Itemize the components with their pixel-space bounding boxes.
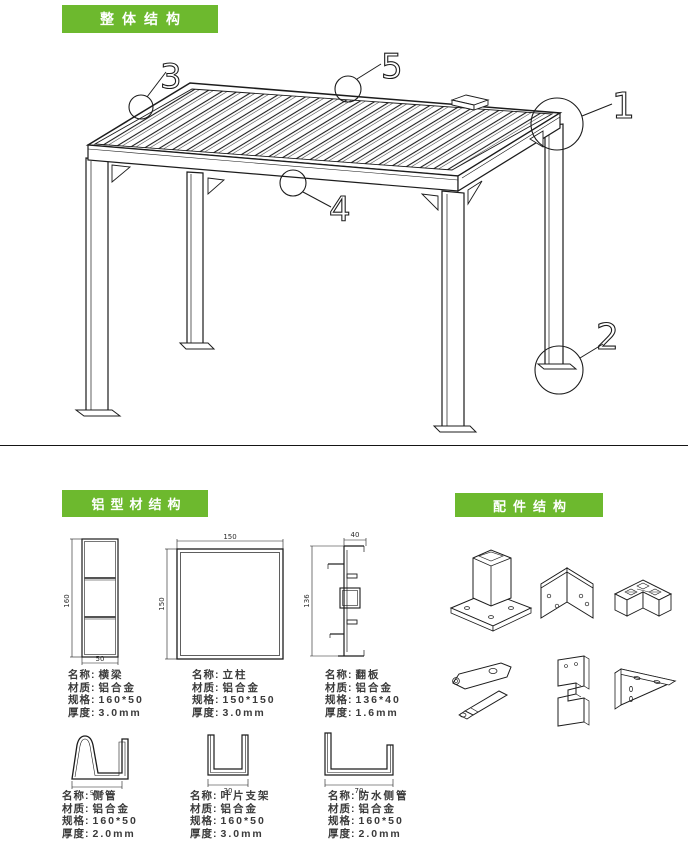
- spec-label: 名称:: [328, 790, 356, 802]
- svg-text:136: 136: [303, 594, 311, 608]
- profile-drawing-side-tube: 57.5: [71, 735, 129, 797]
- pergola-diagram: 3 5 1 4 2: [74, 46, 635, 433]
- pergola-roof: [85, 82, 563, 193]
- profile-drawing-louver-blade: 136 40: [303, 531, 367, 657]
- spec-value: 铝合金: [358, 802, 396, 815]
- svg-text:160: 160: [63, 594, 71, 607]
- spec-label: 厚度:: [328, 827, 356, 840]
- spec-value: 3.0mm: [222, 706, 266, 719]
- spec-value: 横梁: [98, 669, 124, 681]
- spec-label: 材质:: [325, 681, 353, 694]
- spec-value: 铝合金: [92, 802, 130, 815]
- spec-label: 材质:: [190, 802, 218, 815]
- motor-unit: [450, 94, 490, 111]
- spec-block-blade-bracket: 名称:叶片支架 材质:铝合金 规格:160*50 厚度:3.0mm: [190, 790, 271, 840]
- profile-drawing-blade-bracket: 30: [207, 734, 249, 795]
- spec-label: 规格:: [62, 815, 90, 827]
- spec-label: 名称:: [325, 669, 353, 681]
- callout-4: 4: [279, 169, 351, 231]
- spec-value: 侧管: [92, 790, 118, 802]
- spec-value: 160*50: [92, 815, 138, 827]
- spec-block-side-tube: 名称:侧管 材质:铝合金 规格:160*50 厚度:2.0mm: [62, 790, 138, 840]
- spec-label: 厚度:: [190, 827, 218, 840]
- spec-label: 名称:: [62, 790, 90, 802]
- accessory-corner-connector-icon: [613, 579, 673, 617]
- svg-text:40: 40: [351, 531, 360, 539]
- spec-value: 3.0mm: [220, 827, 264, 840]
- callout-3: 3: [128, 56, 182, 120]
- profile-drawing-beam: 160 50: [63, 538, 119, 665]
- profile-drawing-column: 150 150: [158, 533, 284, 660]
- spec-value: 150*150: [222, 694, 276, 706]
- spec-value: 立柱: [222, 669, 248, 681]
- profile-drawing-waterproof-tube: 70: [324, 732, 394, 795]
- callout-2: 2: [534, 316, 619, 395]
- accessory-gusset-plate-icon: [613, 668, 677, 710]
- spec-block-louver-blade: 名称:翻板 材质:铝合金 规格:136*40 厚度:1.6mm: [325, 669, 401, 719]
- svg-text:1: 1: [612, 86, 635, 127]
- spec-value: 翻板: [355, 669, 381, 681]
- spec-label: 规格:: [192, 694, 220, 706]
- svg-text:2: 2: [596, 317, 619, 358]
- spec-block-beam: 名称:横梁 材质:铝合金 规格:160*50 厚度:3.0mm: [68, 669, 144, 719]
- spec-label: 名称:: [190, 790, 218, 802]
- callout-5: 5: [334, 46, 403, 103]
- spec-value: 136*40: [355, 694, 401, 706]
- svg-text:3: 3: [160, 57, 182, 97]
- svg-text:150: 150: [158, 597, 166, 610]
- spec-value: 铝合金: [220, 802, 258, 815]
- spec-value: 铝合金: [355, 681, 393, 694]
- spec-label: 规格:: [190, 815, 218, 827]
- spec-label: 材质:: [62, 802, 90, 815]
- spec-label: 厚度:: [325, 706, 353, 719]
- spec-label: 名称:: [192, 669, 220, 681]
- spec-value: 160*50: [220, 815, 266, 827]
- accessory-crank-handle-icon: [452, 662, 512, 720]
- svg-text:5: 5: [381, 47, 403, 87]
- header-overall-structure: 整体结构: [62, 5, 218, 33]
- svg-text:50: 50: [96, 655, 105, 663]
- spec-label: 厚度:: [192, 706, 220, 719]
- svg-text:150: 150: [223, 533, 236, 541]
- spec-block-waterproof-tube: 名称:防水侧管 材质:铝合金 规格:160*50 厚度:2.0mm: [328, 790, 409, 840]
- spec-value: 2.0mm: [358, 827, 402, 840]
- spec-value: 1.6mm: [355, 706, 399, 719]
- accessory-foot-mount-icon: [449, 549, 533, 632]
- svg-text:70: 70: [355, 787, 364, 795]
- spec-block-column: 名称:立柱 材质:铝合金 规格:150*150 厚度:3.0mm: [192, 669, 276, 719]
- callout-1: 1: [530, 85, 635, 151]
- spec-label: 厚度:: [62, 827, 90, 840]
- spec-label: 材质:: [68, 681, 96, 694]
- spec-value: 160*50: [358, 815, 404, 827]
- accessory-channel-clip-icon: [557, 655, 590, 727]
- section-divider: [0, 445, 688, 446]
- pergola-legs: [74, 123, 578, 433]
- svg-text:30: 30: [224, 787, 233, 795]
- spec-label: 规格:: [68, 694, 96, 706]
- spec-label: 名称:: [68, 669, 96, 681]
- spec-value: 铝合金: [222, 681, 260, 694]
- spec-label: 材质:: [328, 802, 356, 815]
- spec-label: 规格:: [325, 694, 353, 706]
- svg-text:57.5: 57.5: [90, 789, 104, 797]
- accessory-corner-bracket-icon: [540, 567, 594, 619]
- spec-value: 160*50: [98, 694, 144, 706]
- spec-value: 叶片支架: [220, 790, 271, 802]
- spec-label: 规格:: [328, 815, 356, 827]
- header-accessories: 配件结构: [455, 493, 603, 517]
- spec-label: 厚度:: [68, 706, 96, 719]
- spec-label: 材质:: [192, 681, 220, 694]
- spec-value: 3.0mm: [98, 706, 142, 719]
- spec-value: 2.0mm: [92, 827, 136, 840]
- svg-text:4: 4: [329, 190, 351, 230]
- header-aluminum-profiles: 铝型材结构: [62, 490, 208, 517]
- spec-value: 防水侧管: [358, 790, 409, 802]
- spec-value: 铝合金: [98, 681, 136, 694]
